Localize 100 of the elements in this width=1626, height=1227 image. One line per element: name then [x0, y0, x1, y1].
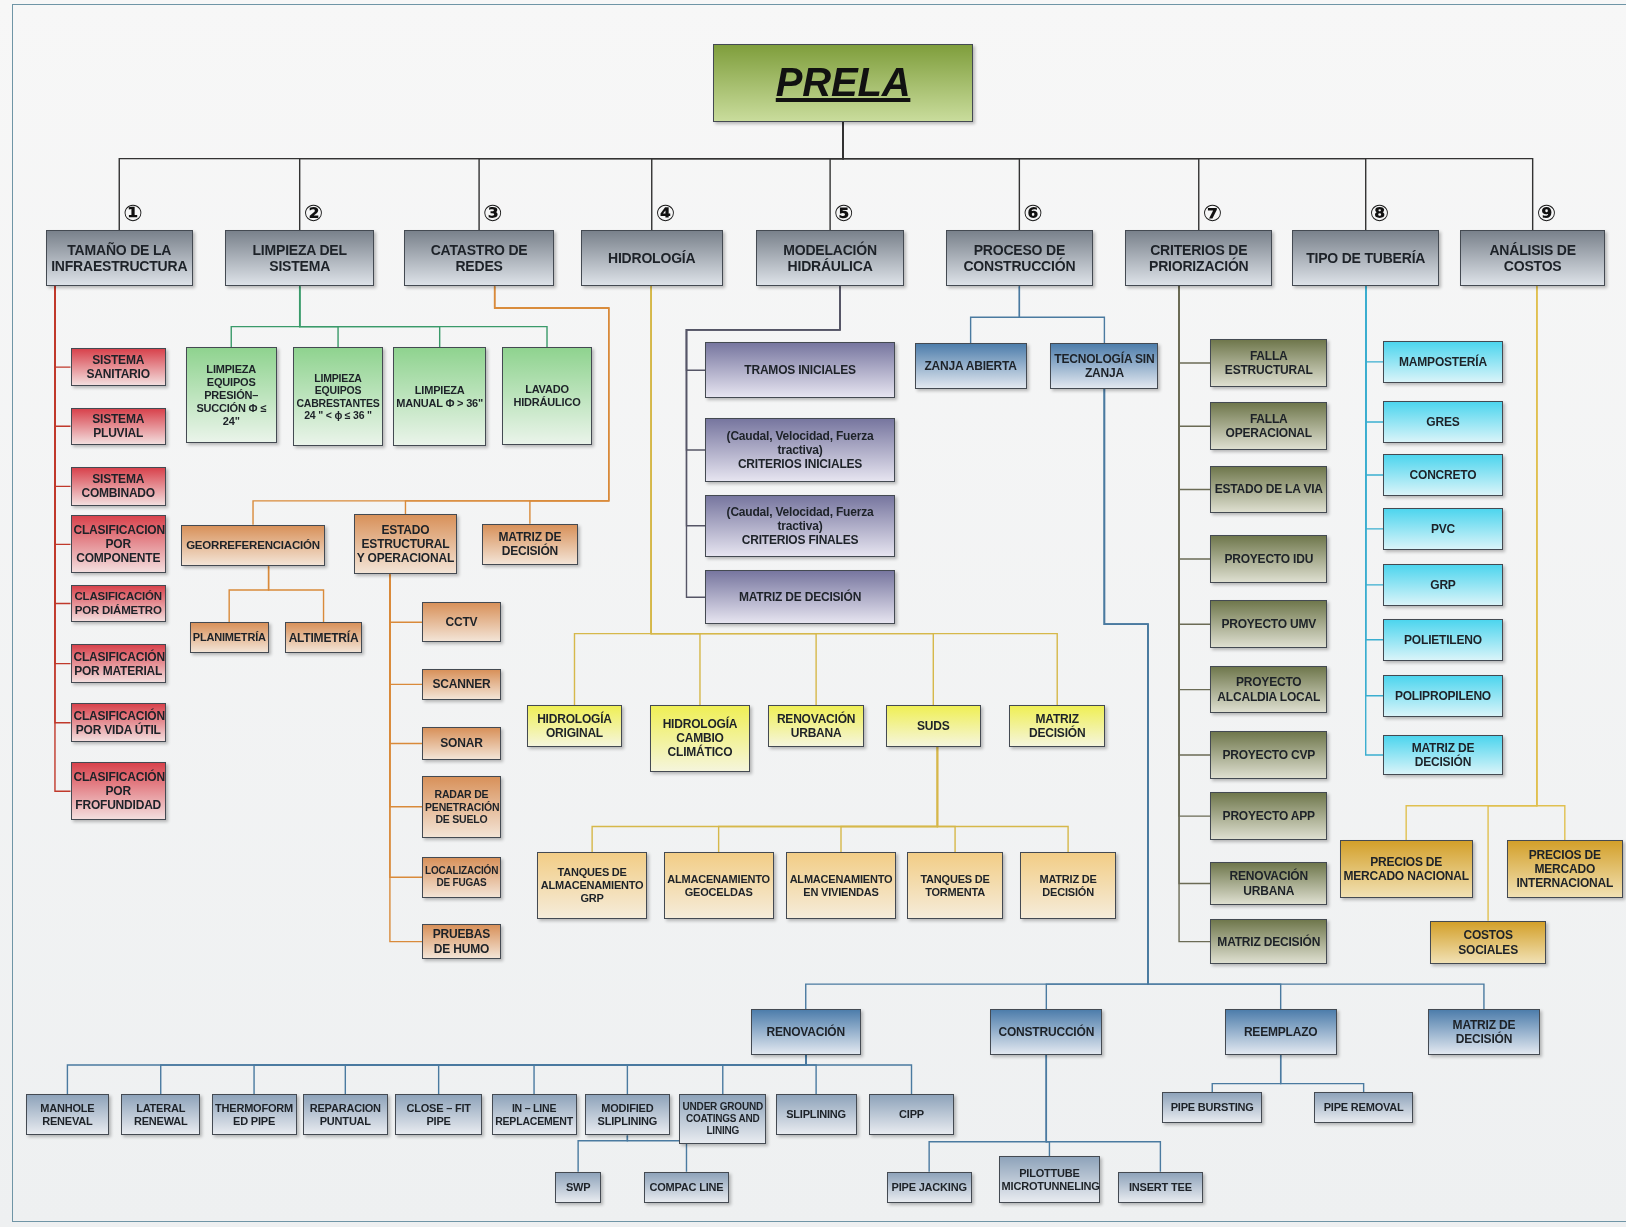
box-text: THERMOFORM ED PIPE: [214, 1101, 294, 1128]
connector-line: [267, 565, 325, 623]
box-text: FALLA OPERACIONAL: [1224, 412, 1313, 441]
item-box: [1383, 735, 1503, 775]
item-box: [422, 726, 501, 761]
box-text: RENOVACIÓN URBANA: [1228, 869, 1309, 898]
item-box: [1050, 343, 1159, 389]
box-text: PRUEBAS DE HUMO: [431, 927, 492, 956]
box-text: PIPE REMOVAL: [1322, 1101, 1405, 1114]
item-box: [189, 622, 269, 654]
box-text: ALMACENAMIENTO EN VIVIENDAS: [789, 872, 893, 899]
item-box: [70, 643, 166, 684]
item-box: [70, 466, 166, 507]
box-text: PROYECTO UMV: [1220, 617, 1318, 632]
box-text: CRITERIOS FINALES: [740, 532, 860, 547]
connector-line: [626, 1134, 688, 1173]
box-text: LATERAL RENEWAL: [132, 1101, 189, 1128]
item-box: [211, 1094, 297, 1136]
item-box: [650, 705, 750, 772]
connector-line: [493, 285, 610, 525]
item-box: [293, 347, 383, 446]
callout-number: ⑥: [1023, 200, 1043, 227]
title-text: PRELA: [774, 59, 912, 107]
box-text: PROYECTO APP: [1221, 809, 1316, 824]
box-text: PRECIOS DE MERCADO INTERNACIONAL: [1515, 847, 1615, 891]
box-text: RENOVACIÓN URBANA: [775, 711, 857, 741]
item-box: [1210, 861, 1328, 906]
box-text: SLIPLINING: [785, 1108, 847, 1122]
box-text: TAMAÑO DE LA INFRAESTRUCTURA: [50, 241, 189, 275]
box-text: SONAR: [439, 736, 484, 751]
item-box: [185, 347, 277, 443]
box-text: PIPE BURSTING: [1169, 1101, 1255, 1114]
box-text: CLASIFICACIÓN POR VIDA ÚTIL: [73, 708, 163, 737]
box-text: CRITERIOS DE PRIORIZACIÓN: [1148, 241, 1250, 275]
box-text: COMPAC LINE: [648, 1180, 725, 1194]
box-text: ESTADO ESTRUCTURAL Y OPERACIONAL: [356, 523, 455, 566]
box-text: CLASIFICACIÓN POR MATERIAL: [73, 649, 163, 678]
box-text: SISTEMA SANITARIO: [85, 352, 151, 382]
item-box: [643, 1171, 729, 1203]
callout-number: ⑦: [1202, 200, 1223, 227]
item-box: [1383, 675, 1503, 717]
item-box: [1020, 852, 1116, 919]
item-box: [121, 1094, 201, 1136]
box-text: SCANNER: [431, 677, 492, 692]
box-text: IN – LINE REPLACEMENT: [494, 1102, 574, 1128]
item-box: [750, 1009, 861, 1055]
item-box: [1117, 1171, 1203, 1203]
box-text: PVC: [1429, 521, 1456, 536]
item-box: [768, 705, 864, 747]
box-text: PRECIOS DE MERCADO NACIONAL: [1342, 854, 1470, 884]
item-box: [1383, 564, 1503, 606]
item-box: [1430, 920, 1547, 965]
box-text: TANQUES DE TORMENTA: [919, 872, 991, 899]
item-box: [705, 494, 895, 557]
item-box: [885, 705, 981, 747]
item-box: [705, 342, 895, 399]
item-box: [705, 417, 895, 483]
item-box: [786, 852, 896, 919]
item-box: [1383, 341, 1503, 383]
item-box: [990, 1009, 1103, 1055]
title-box: [713, 43, 973, 123]
item-box: [869, 1094, 954, 1136]
box-text: TIPO DE TUBERÍA: [1305, 249, 1427, 267]
item-box: [393, 347, 487, 446]
box-text: MANHOLE RENEVAL: [39, 1101, 96, 1128]
box-text: TECNOLOGÍA SIN ZANJA: [1053, 351, 1156, 381]
box-text: CLASIFICACIÓN POR FROFUNDIDAD: [73, 770, 163, 813]
box-text: CRITERIOS INICIALES: [736, 457, 864, 472]
item-box: [1210, 402, 1328, 451]
connector-line: [805, 1053, 913, 1095]
box-text: MATRIZ DE DECISIÓN: [1410, 740, 1476, 770]
box-text: GRP: [1429, 577, 1457, 592]
box-text: MATRIZ DECISIÓN: [1028, 711, 1087, 741]
box-text: PROYECTO ALCALDIA LOCAL: [1216, 675, 1322, 704]
connector-line: [1018, 285, 1106, 344]
item-box: [1383, 454, 1503, 496]
callout-number: ④: [655, 200, 676, 227]
item-box: [1339, 839, 1473, 898]
connector-line: [650, 285, 1058, 706]
item-box: [501, 347, 593, 445]
item-box: [482, 523, 578, 566]
box-text: MODELACIÓN HIDRÁULICA: [782, 241, 878, 275]
box-text: TRAMOS INICIALES: [743, 363, 857, 378]
box-text: ESTADO DE LA VIA: [1213, 482, 1324, 497]
item-box: [1162, 1091, 1262, 1124]
box-text: PILOTTUBE MICROTUNNELING: [1001, 1166, 1098, 1193]
item-box: [886, 1171, 972, 1203]
connector-line: [936, 745, 1069, 854]
item-box: [1313, 1091, 1414, 1124]
box-text: POLIETILENO: [1403, 632, 1483, 647]
box-text: MAMPOSTERÍA: [1398, 354, 1488, 369]
item-box: [775, 1094, 857, 1136]
item-box: [907, 852, 1003, 919]
item-box: [1210, 731, 1328, 779]
box-text: LOCALIZACIÓN DE FUGAS: [425, 865, 498, 890]
item-box: [1210, 665, 1328, 714]
box-text: REEMPLAZO: [1242, 1024, 1319, 1039]
item-box: [679, 1094, 767, 1144]
callout-number: ⑤: [834, 200, 854, 227]
box-text: GEORREFERENCIACIÓN: [185, 538, 321, 553]
